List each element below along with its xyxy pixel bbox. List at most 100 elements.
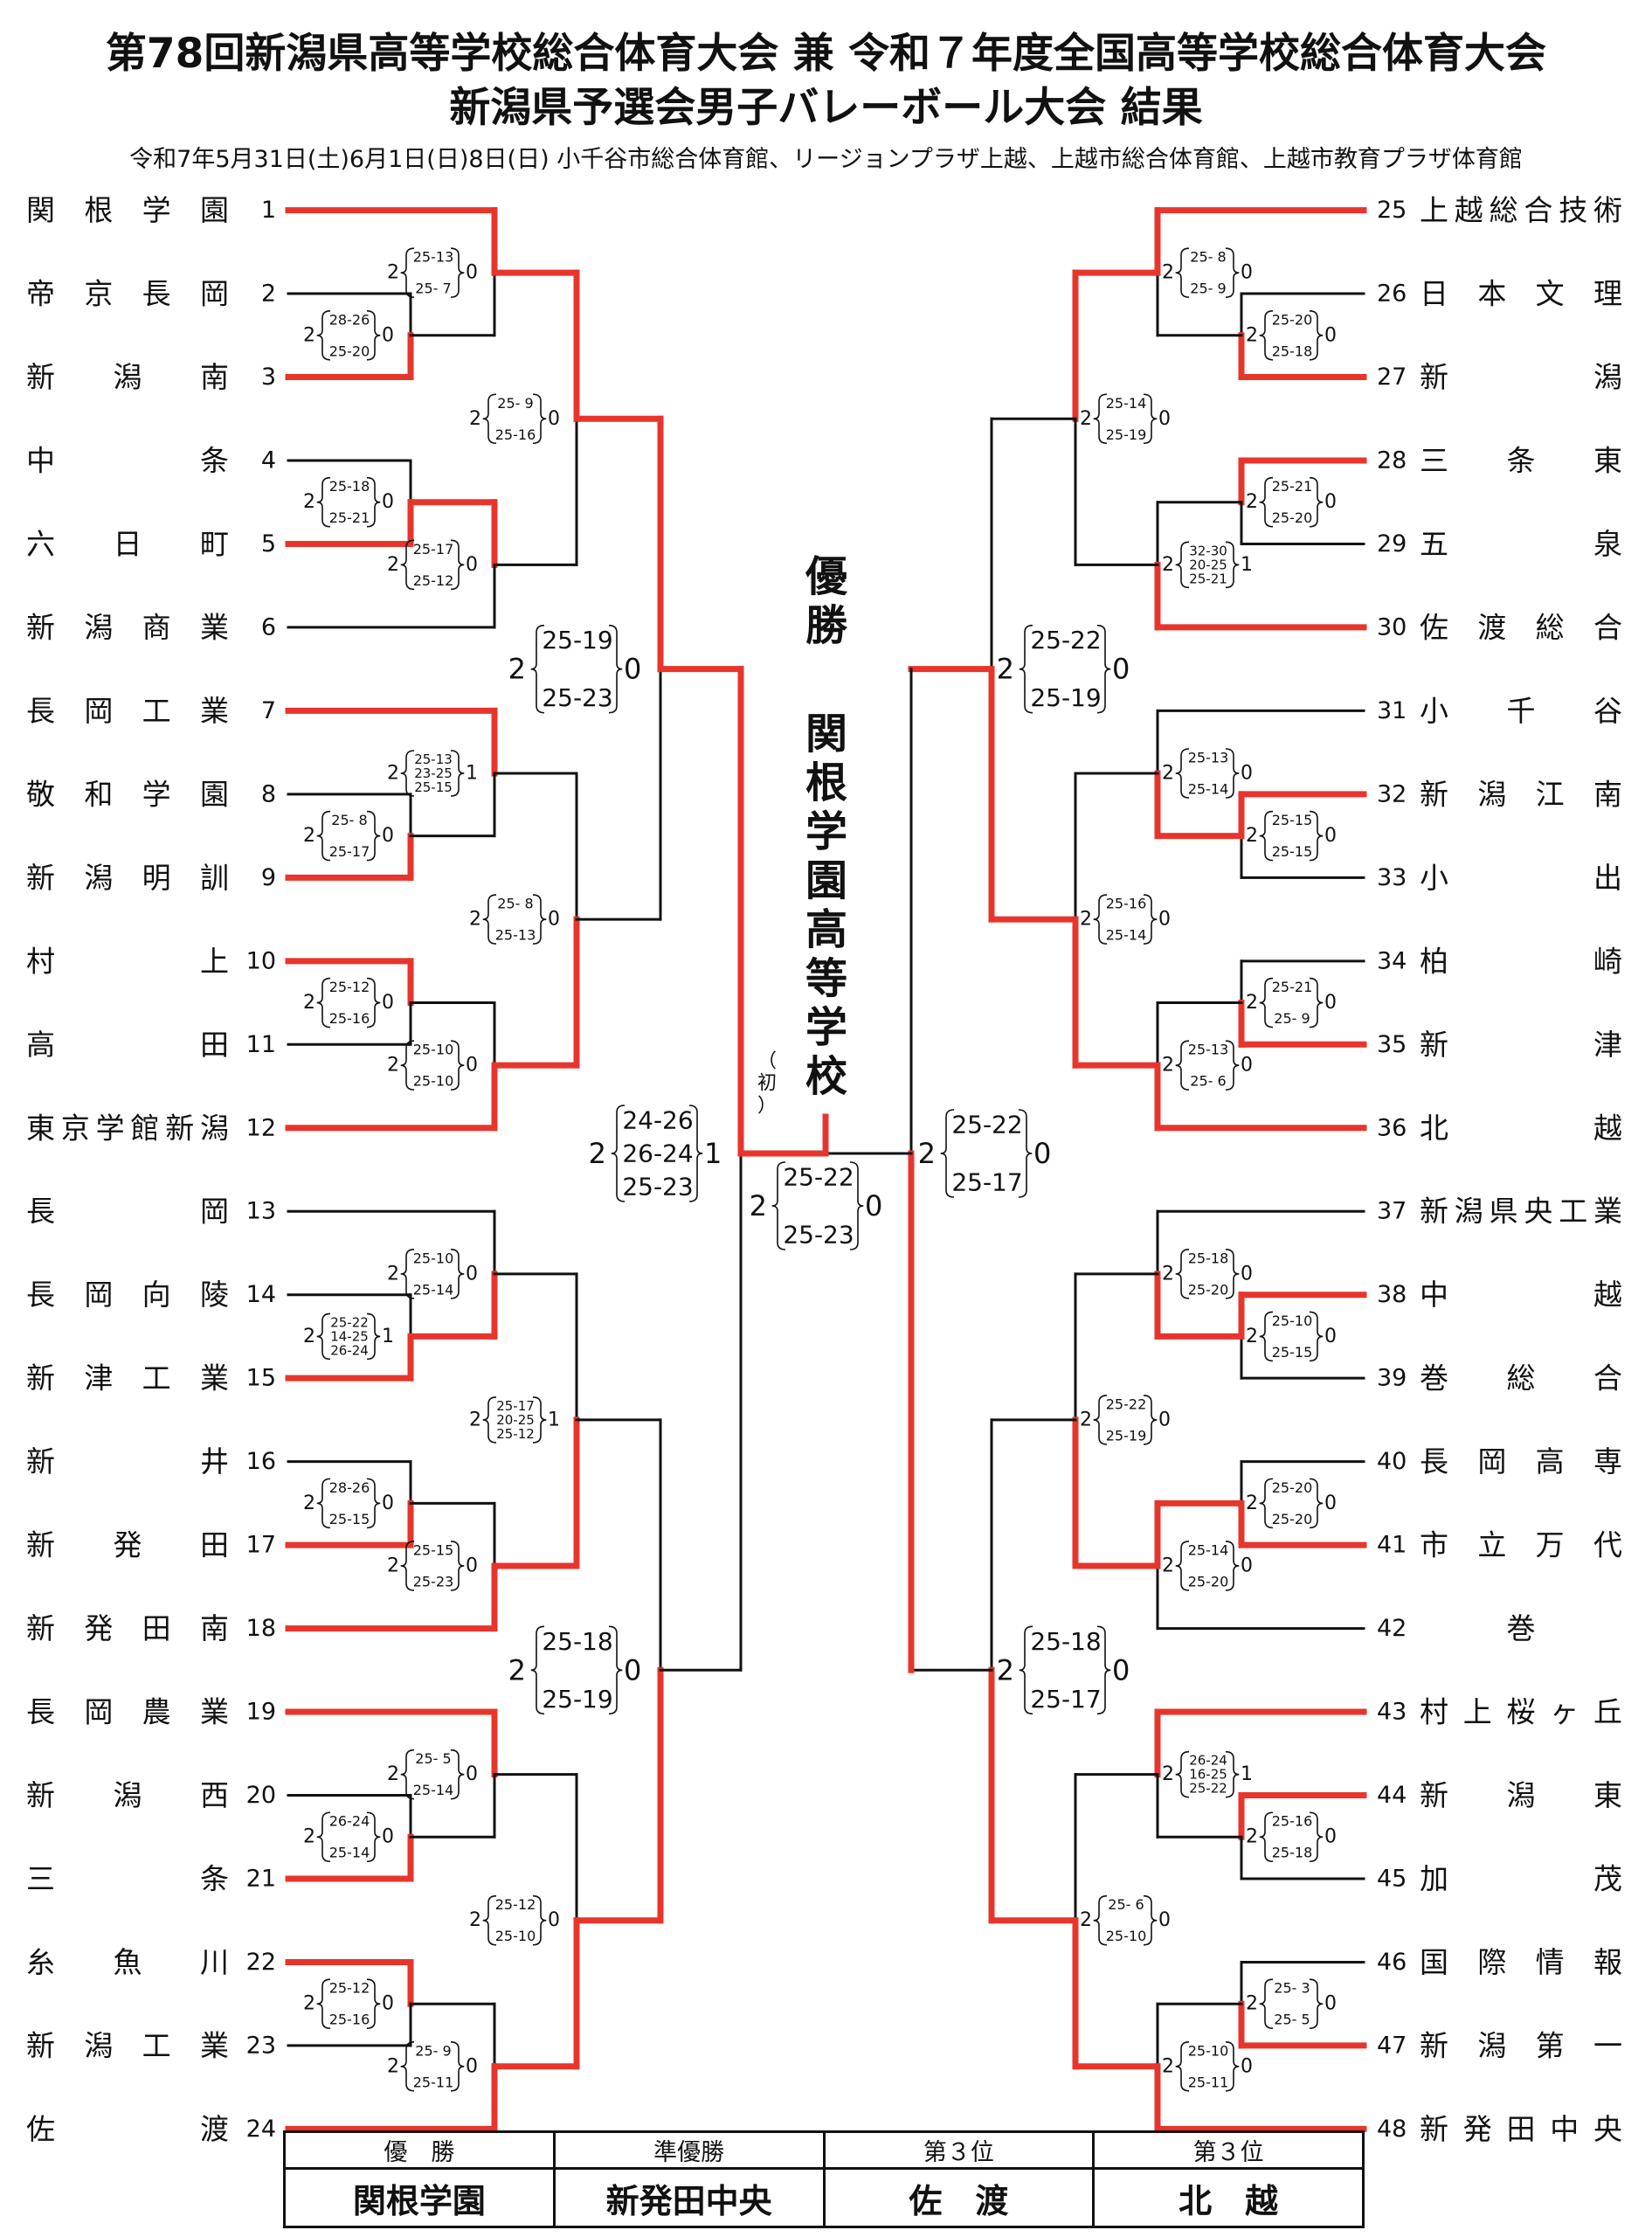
team-seed: 14 bbox=[246, 1281, 276, 1308]
score-set: 25-16 bbox=[1272, 1813, 1313, 1830]
score-sets-won: 2 bbox=[303, 324, 315, 346]
first-win-paren: ） bbox=[757, 1096, 777, 1118]
score-set: 20-25 bbox=[496, 1412, 535, 1428]
team-name: 新津 bbox=[1420, 1028, 1622, 1062]
score-set: 25- 9 bbox=[497, 395, 533, 412]
score-set: 25-10 bbox=[413, 1042, 454, 1058]
score-set: 25-14 bbox=[1106, 927, 1147, 944]
score-brace-left bbox=[1259, 1311, 1274, 1362]
team-seed: 32 bbox=[1377, 780, 1407, 807]
score-brace-right bbox=[1225, 1541, 1240, 1591]
team-seed: 20 bbox=[246, 1782, 276, 1809]
champion-school-char: 関 bbox=[805, 710, 847, 758]
team-name: 六日町 bbox=[26, 527, 229, 561]
score-sets-lost: 0 bbox=[1158, 1409, 1171, 1430]
score-brace-right bbox=[366, 309, 381, 361]
score-sets-lost: 0 bbox=[1241, 763, 1253, 785]
score-brace-left bbox=[1259, 309, 1274, 361]
team-name: 新潟 bbox=[1420, 360, 1622, 394]
score-set: 25-13 bbox=[1188, 1042, 1229, 1058]
team-seed: 6 bbox=[261, 613, 276, 641]
score-set: 32-30 bbox=[1189, 543, 1227, 558]
team-name: 長岡高専 bbox=[1420, 1444, 1622, 1479]
team-name: 新発田南 bbox=[26, 1611, 229, 1645]
team-seed: 12 bbox=[246, 1114, 276, 1141]
score-sets-won: 2 bbox=[387, 1555, 399, 1576]
score-set: 25-10 bbox=[1188, 2042, 1229, 2059]
score-sets-won: 2 bbox=[469, 408, 481, 430]
score-set: 25- 6 bbox=[1108, 1896, 1144, 1913]
score-brace-right bbox=[532, 1396, 547, 1444]
score-brace-right bbox=[450, 750, 465, 797]
score-sets-lost: 0 bbox=[382, 1826, 394, 1848]
score-brace-right bbox=[1309, 810, 1324, 862]
champion-school-char: 校 bbox=[805, 1052, 847, 1101]
first-win-note: 初 bbox=[757, 1073, 777, 1095]
score-brace-left bbox=[400, 2040, 415, 2092]
score-set: 26-24 bbox=[330, 1342, 369, 1358]
score-brace-right bbox=[608, 1625, 623, 1715]
score-brace-left bbox=[1093, 393, 1108, 445]
score-sets-won: 2 bbox=[1162, 2055, 1174, 2077]
event-dates-venues: 令和7年5月31日(土)6月1日(日)8日(日) 小千谷市総合体育館、リージョン… bbox=[129, 146, 1523, 173]
score-sets-lost: 0 bbox=[1324, 491, 1337, 513]
score-sets-won: 2 bbox=[387, 1263, 399, 1285]
team-name: 新発田 bbox=[26, 1528, 229, 1562]
champion-label-char: 優 bbox=[805, 552, 848, 601]
team-name: 長岡向陵 bbox=[26, 1278, 229, 1312]
results-header-runner-up: 準優勝 bbox=[552, 2130, 826, 2170]
score-sets-won: 2 bbox=[1246, 491, 1258, 513]
team-name: 新潟江南 bbox=[1420, 777, 1622, 811]
score-brace-left bbox=[316, 309, 331, 361]
score-sets-won: 2 bbox=[1080, 1409, 1092, 1430]
score-sets-lost: 0 bbox=[382, 491, 394, 513]
team-name: 北越 bbox=[1420, 1111, 1622, 1145]
score-set: 25-10 bbox=[495, 1928, 536, 1944]
score-brace-left bbox=[1175, 1750, 1190, 1798]
score-sets-lost: 0 bbox=[1112, 1653, 1130, 1686]
score-sets-won: 2 bbox=[303, 1826, 315, 1848]
score-set: 25- 8 bbox=[1190, 249, 1226, 266]
score-set: 25-22 bbox=[951, 1111, 1022, 1139]
score-brace-left bbox=[400, 539, 415, 591]
team-name: 三条 bbox=[26, 1861, 229, 1895]
score-brace-right bbox=[1096, 1625, 1111, 1715]
team-seed: 9 bbox=[261, 864, 276, 891]
team-name: 加茂 bbox=[1420, 1861, 1622, 1895]
team-name: 糸魚川 bbox=[26, 1945, 229, 1979]
score-set: 28-26 bbox=[329, 311, 370, 328]
score-set: 25-20 bbox=[1188, 1573, 1229, 1589]
score-brace-left bbox=[482, 1396, 497, 1444]
score-set: 25-10 bbox=[1106, 1928, 1147, 1944]
score-set: 25- 9 bbox=[415, 2042, 451, 2059]
score-set: 16-25 bbox=[1189, 1767, 1227, 1783]
score-brace-left bbox=[316, 1811, 331, 1863]
score-brace-right bbox=[1309, 977, 1324, 1028]
score-set: 25-19 bbox=[1106, 426, 1147, 443]
score-brace-right bbox=[532, 393, 547, 445]
team-name: 上越総合技術 bbox=[1420, 193, 1622, 227]
score-set: 25- 3 bbox=[1274, 1980, 1310, 1997]
score-sets-won: 2 bbox=[303, 1326, 315, 1347]
score-sets-lost: 1 bbox=[704, 1137, 722, 1170]
score-sets-won: 2 bbox=[1162, 1055, 1174, 1077]
score-set: 25- 8 bbox=[497, 896, 533, 912]
score-set: 26-24 bbox=[622, 1139, 693, 1168]
score-brace-left bbox=[400, 247, 415, 298]
score-set: 25-19 bbox=[1030, 683, 1101, 712]
team-seed: 40 bbox=[1377, 1448, 1407, 1475]
score-sets-lost: 0 bbox=[1158, 1909, 1171, 1931]
team-seed: 27 bbox=[1377, 364, 1407, 391]
score-set: 25-22 bbox=[1030, 626, 1101, 654]
score-brace-right bbox=[608, 624, 623, 714]
score-sets-won: 2 bbox=[303, 1492, 315, 1514]
score-brace-right bbox=[688, 1105, 703, 1202]
score-brace-right bbox=[1309, 476, 1324, 528]
score-set: 25- 5 bbox=[415, 1750, 451, 1767]
score-brace-left bbox=[316, 977, 331, 1028]
score-brace-right bbox=[1225, 1040, 1240, 1091]
score-brace-left bbox=[1175, 748, 1190, 799]
score-brace-right bbox=[1143, 1894, 1158, 1946]
team-name: 国際情報 bbox=[1420, 1945, 1622, 1979]
team-seed: 29 bbox=[1377, 530, 1407, 558]
